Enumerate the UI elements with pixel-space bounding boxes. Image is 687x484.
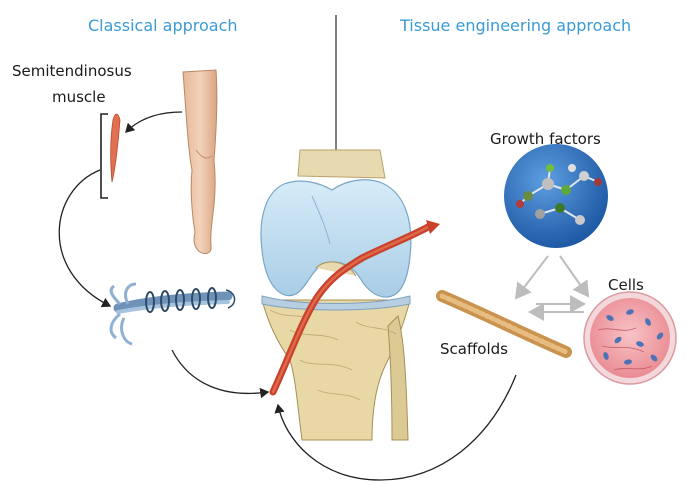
leg-illustration — [183, 70, 217, 254]
tissue-engineering-header: Tissue engineering approach — [400, 16, 631, 35]
muscle-label-line1: Semitendinosus — [12, 62, 132, 80]
scaffolds-label: Scaffolds — [440, 340, 508, 358]
classical-approach-header: Classical approach — [88, 16, 238, 35]
knee-joint — [261, 150, 411, 440]
tendon-graft — [111, 284, 235, 344]
muscle-bracket — [101, 114, 108, 198]
arrow-leg-to-muscle — [126, 112, 182, 132]
arrow-muscle-to-graft — [59, 170, 110, 306]
growth-factors-sphere — [504, 144, 608, 248]
muscle-label-line2: muscle — [52, 88, 106, 106]
muscle-strip — [111, 114, 120, 182]
cells-dish — [584, 292, 676, 384]
triad-arrows — [516, 256, 588, 312]
growth-factors-label: Growth factors — [490, 130, 601, 148]
arrow-graft-to-knee — [172, 350, 268, 393]
cells-label: Cells — [608, 276, 644, 294]
